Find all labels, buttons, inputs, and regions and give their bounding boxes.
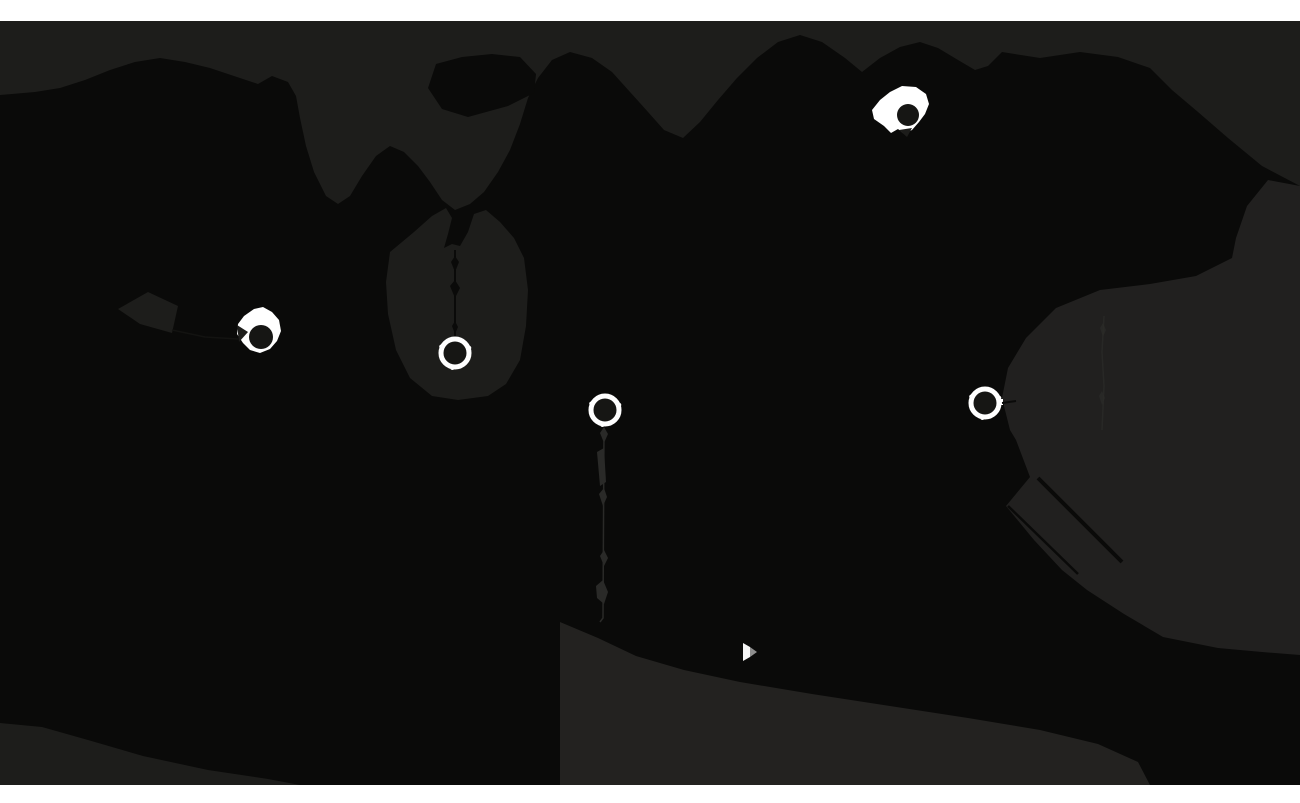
shaded-region-east <box>1002 180 1300 655</box>
marker-ring-spike <box>439 344 444 349</box>
marker-tail-line <box>1001 400 1017 404</box>
highlight-notch <box>899 128 912 137</box>
map-marker-5[interactable] <box>872 86 929 137</box>
map-marker-4[interactable] <box>968 386 1017 420</box>
map-marker-3[interactable] <box>588 393 622 427</box>
marker-ring-spike <box>589 401 594 406</box>
shaded-region-south <box>560 622 1150 785</box>
marker-ring-spike <box>466 345 472 351</box>
sea-region-north <box>0 21 1300 210</box>
river-inlet-region <box>386 208 528 400</box>
terrain-streak <box>1036 476 1124 564</box>
marker-ring-spike <box>996 395 1002 401</box>
map-marker-1[interactable] <box>237 307 281 353</box>
lake-region <box>118 292 178 333</box>
river-south <box>596 427 608 623</box>
map-marker-2[interactable] <box>438 336 472 370</box>
marker-ring-spike <box>450 365 455 370</box>
marker-ring-icon <box>588 393 622 427</box>
play-triangle-shade <box>750 647 757 657</box>
marker-ring-icon <box>438 336 472 370</box>
marker-ring-spike <box>600 422 605 427</box>
marker-tail-nub <box>997 399 1003 405</box>
top-letterbox-band <box>0 0 1300 21</box>
river-lake-outlet <box>171 329 239 340</box>
marker-ring-spike <box>616 402 622 408</box>
marker-ring-icon <box>968 386 1002 420</box>
play-triangle-bright <box>743 643 750 661</box>
highlight-notch <box>237 325 248 342</box>
marker-dot-icon <box>897 104 919 126</box>
marker-dot-icon <box>249 325 273 349</box>
bottom-letterbox-band <box>0 785 1300 803</box>
island-landmass <box>428 54 536 117</box>
sea-region-southwest <box>0 723 300 785</box>
terrain-streak <box>1007 505 1079 575</box>
marker-ring-spike <box>980 415 985 420</box>
marker-ring-spike <box>969 394 974 399</box>
play-triangle-icon[interactable] <box>743 643 757 661</box>
river-northeast <box>1099 315 1106 431</box>
river-north <box>450 250 460 342</box>
